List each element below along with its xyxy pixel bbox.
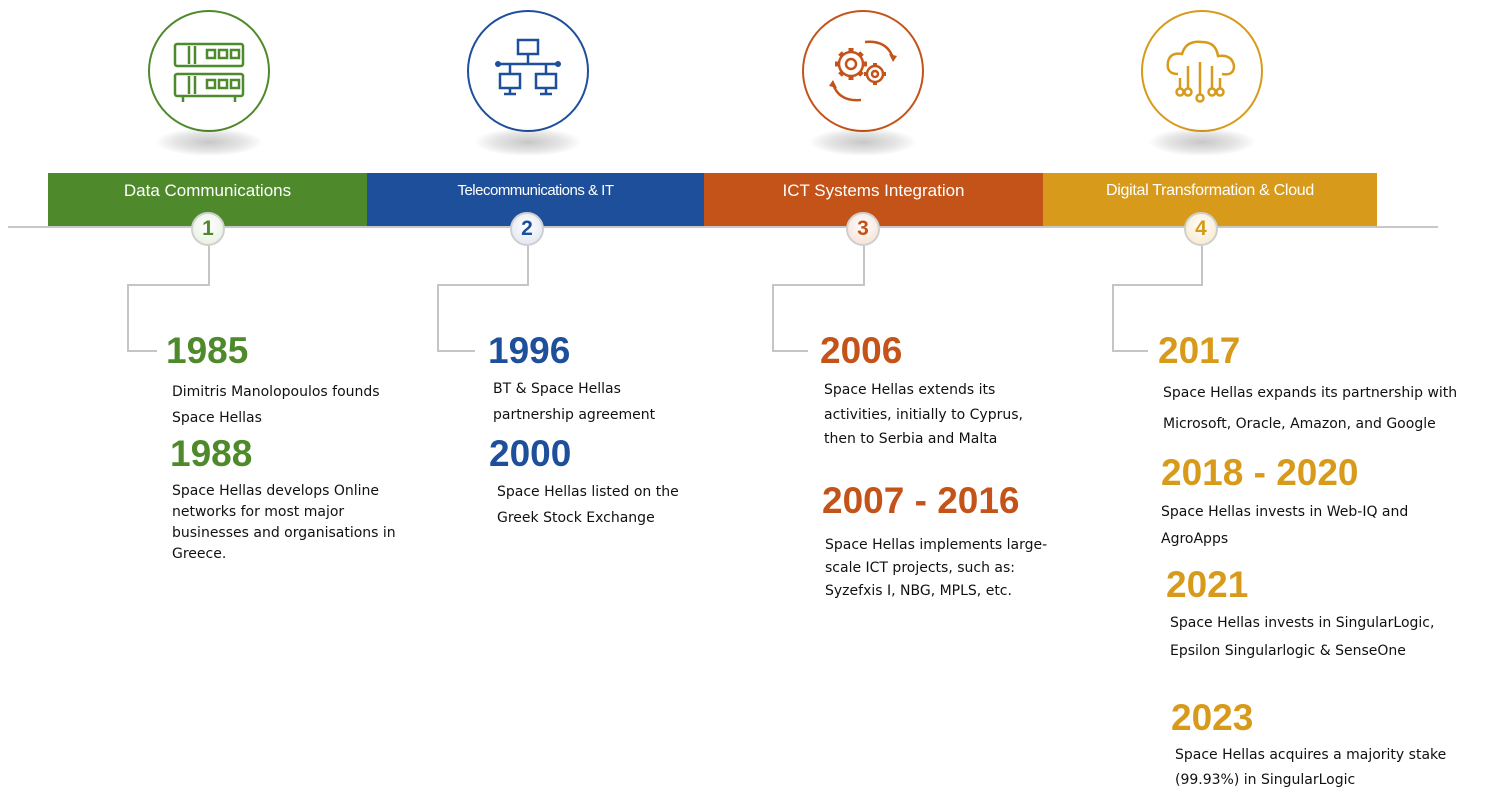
milestone-year: 1985 (166, 330, 249, 371)
connector-line (437, 350, 475, 352)
milestone-year: 1996 (488, 330, 571, 371)
milestone-text: Space Hellas invests in Web-IQ and AgroA… (1161, 504, 1409, 547)
phase-number-badge: 4 (1184, 212, 1218, 246)
milestone-text: Space Hellas implements large-scale ICT … (825, 537, 1048, 599)
timeline-baseline (8, 226, 1438, 228)
phase-1-icon-group (144, 10, 274, 160)
phase-number-badge: 3 (846, 212, 880, 246)
milestone-year: 2007 - 2016 (822, 480, 1020, 521)
phase-label: Data Communications (123, 181, 292, 200)
phase-number-badge: 1 (191, 212, 225, 246)
milestone-text: Space Hellas develops Online networks fo… (172, 483, 396, 562)
milestone-text: Space Hellas invests in SingularLogic, E… (1170, 615, 1435, 659)
phase-label: ICT Systems Integration (782, 181, 965, 200)
connector-line (1112, 284, 1203, 286)
icon-shadow (810, 128, 916, 156)
connector-line (1201, 246, 1203, 285)
milestone-text: Space Hellas expands its partnership wit… (1163, 385, 1458, 432)
connector-line (208, 246, 210, 285)
connector-line (127, 350, 157, 352)
milestone-text: Dimitris Manolopoulos founds Space Hella… (172, 384, 380, 426)
connector-line (1112, 284, 1114, 351)
phase-3-icon-group (798, 10, 928, 160)
connector-line (127, 284, 210, 286)
phase-number-badge: 2 (510, 212, 544, 246)
gears-cycle-icon (802, 10, 924, 132)
phase-bar-digital-transformation: Digital Transformation & Cloud (1043, 173, 1377, 226)
phase-4-icon-group (1137, 10, 1267, 160)
milestone-text: BT & Space Hellas partnership agreement (493, 381, 656, 423)
connector-line (863, 246, 865, 285)
icon-shadow (475, 128, 581, 156)
icon-shadow (1149, 128, 1255, 156)
milestone-text: Space Hellas extends its activities, ini… (824, 382, 1023, 447)
milestone-year: 2018 - 2020 (1161, 452, 1359, 493)
milestone-year: 2023 (1171, 697, 1254, 738)
milestone-year: 1988 (170, 433, 253, 474)
connector-line (127, 284, 129, 351)
connector-line (437, 284, 439, 351)
milestone-year: 2000 (489, 433, 572, 474)
icon-shadow (156, 128, 262, 156)
phase-label: Digital Transformation & Cloud (1106, 182, 1314, 199)
server-rack-icon (148, 10, 270, 132)
connector-line (772, 350, 808, 352)
connector-line (1112, 350, 1148, 352)
milestone-text: Space Hellas acquires a majority stake (… (1175, 747, 1447, 788)
connector-line (772, 284, 774, 351)
phase-label: Telecommunications & IT (457, 182, 614, 199)
connector-line (437, 284, 529, 286)
milestone-year: 2021 (1166, 564, 1249, 605)
network-icon (467, 10, 589, 132)
milestone-text: Space Hellas listed on the Greek Stock E… (497, 484, 679, 526)
connector-line (527, 246, 529, 285)
phase-2-icon-group (463, 10, 593, 160)
cloud-circuit-icon (1141, 10, 1263, 132)
milestone-year: 2006 (820, 330, 903, 371)
milestone-year: 2017 (1158, 330, 1241, 371)
connector-line (772, 284, 865, 286)
